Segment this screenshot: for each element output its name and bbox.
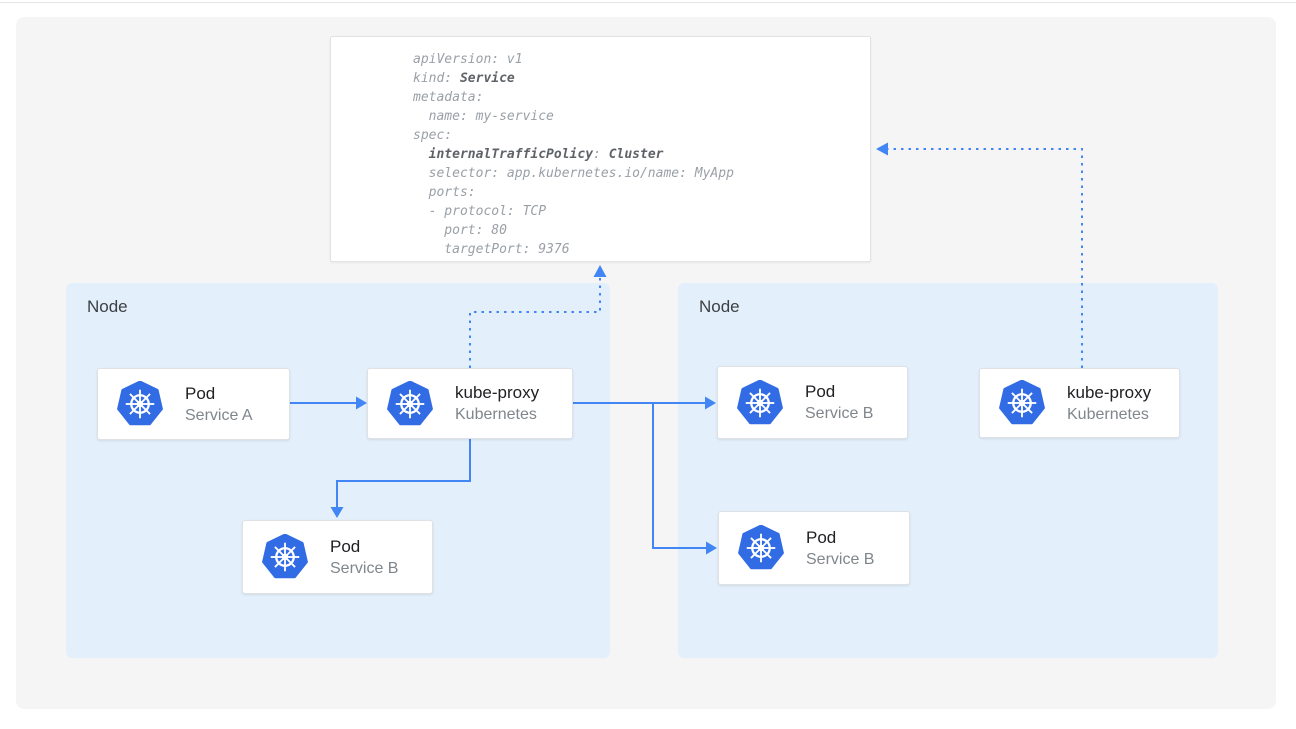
card-subtitle: Kubernetes xyxy=(1067,405,1149,423)
card-subtitle: Kubernetes xyxy=(455,406,537,423)
card-title: Pod xyxy=(330,536,361,556)
kubernetes-logo-icon xyxy=(738,525,784,571)
card-pod-service-a: Pod Service A xyxy=(97,368,290,440)
kubernetes-logo-icon xyxy=(737,379,783,426)
card-kube-proxy-right: kube-proxy Kubernetes xyxy=(979,368,1180,438)
node-left-label: Node xyxy=(87,297,128,316)
card-title: Pod xyxy=(805,382,836,401)
card-pod-service-b-right-bottom: Pod Service B xyxy=(718,511,910,585)
kubernetes-logo-icon xyxy=(262,534,308,580)
card-title: Pod xyxy=(806,527,837,547)
card-title: kube-proxy xyxy=(1067,382,1152,402)
node-right-label: Node xyxy=(699,297,740,316)
node-left: Node xyxy=(66,283,610,658)
card-subtitle: Service B xyxy=(806,550,875,568)
kubernetes-logo-icon xyxy=(117,381,163,427)
kubernetes-logo-icon xyxy=(387,380,433,427)
card-subtitle: Service B xyxy=(330,559,399,577)
card-pod-service-b-right-top: Pod Service B xyxy=(717,366,908,439)
top-divider-line xyxy=(0,2,1296,3)
card-subtitle: Service B xyxy=(805,405,874,422)
card-subtitle: Service A xyxy=(185,406,253,424)
card-kube-proxy-left: kube-proxy Kubernetes xyxy=(367,368,573,439)
kubernetes-logo-icon xyxy=(999,380,1045,426)
node-right: Node xyxy=(678,283,1218,658)
card-pod-service-b-left: Pod Service B xyxy=(242,520,433,594)
card-title: Pod xyxy=(185,383,216,403)
card-title: kube-proxy xyxy=(455,383,540,402)
